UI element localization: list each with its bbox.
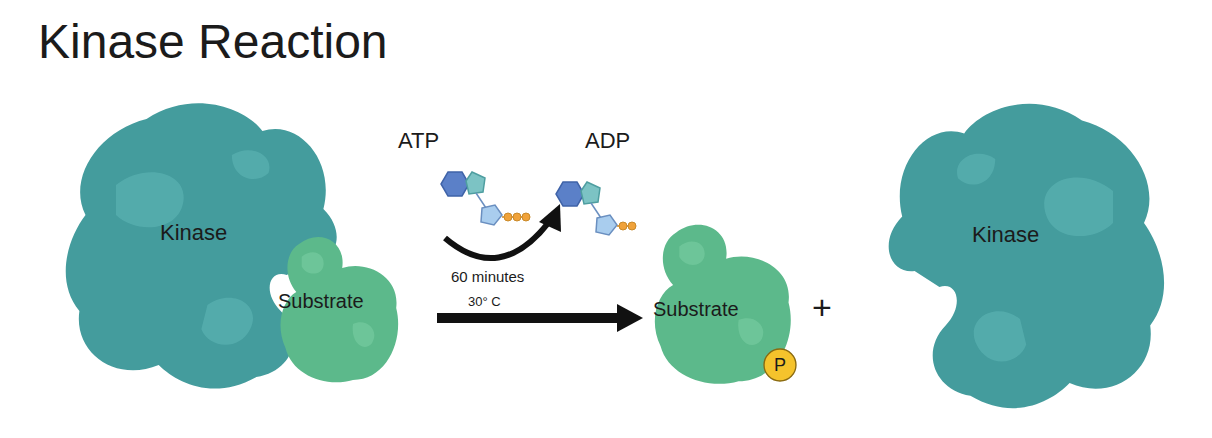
annotation-label: +: [812, 288, 832, 327]
node-text: Kinase: [160, 220, 227, 245]
annotation-label: ADP: [585, 128, 630, 153]
node-text: Substrate: [653, 298, 739, 321]
curved-arrowhead: [539, 204, 561, 232]
node-text: Substrate: [278, 290, 364, 313]
substrate-node: Substrate: [272, 228, 407, 388]
title: Kinase Reaction: [38, 14, 388, 69]
node-text: P: [763, 348, 797, 382]
node-outline: [865, 95, 1175, 415]
curved-arrow: [445, 222, 549, 258]
kinase-node: Kinase: [865, 95, 1175, 415]
adp-molecule: [556, 182, 636, 235]
reaction-arrow: [437, 304, 643, 332]
node-text: Kinase: [972, 222, 1039, 247]
atp-molecule: [441, 172, 530, 225]
annotation-label: 30° C: [468, 295, 501, 310]
phosphate-circle: P: [763, 348, 797, 382]
annotation-label: ATP: [398, 128, 439, 153]
substrate-node: SubstrateP: [645, 215, 801, 390]
annotation-label: 60 minutes: [451, 268, 524, 285]
